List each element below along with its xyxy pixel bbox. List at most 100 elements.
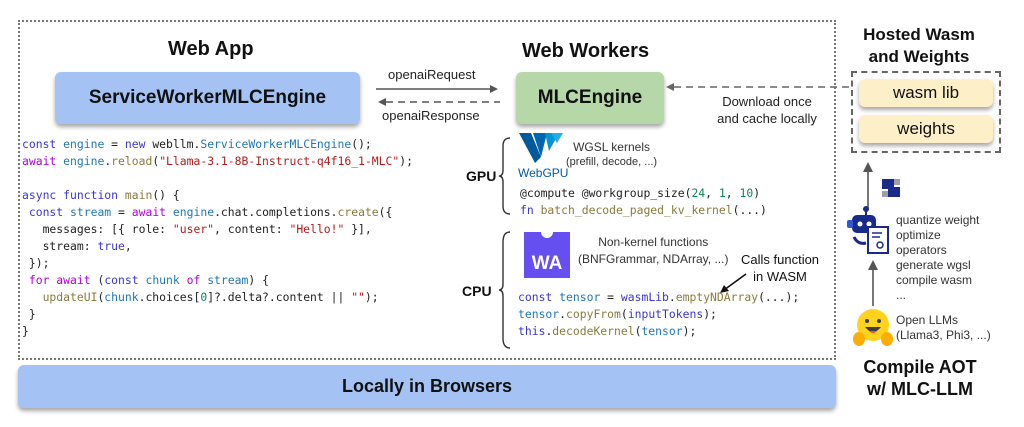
code-line: @compute @workgroup_size(24, 1, 10) xyxy=(520,185,767,202)
code-token: inputTokens xyxy=(627,307,704,321)
code-token: main xyxy=(124,188,153,202)
code-token: engine xyxy=(63,154,105,168)
code-line xyxy=(22,170,413,187)
code-token: } xyxy=(22,324,29,338)
code-token: . xyxy=(545,324,553,338)
webassembly-logo-icon: WA xyxy=(524,226,570,278)
code-token: , xyxy=(705,186,719,200)
code-token: ]?.delta?.content || xyxy=(207,290,352,304)
code-token: await xyxy=(56,273,98,287)
code-token: async xyxy=(22,188,64,202)
code-line: async function main() { xyxy=(22,187,413,204)
code-token: "" xyxy=(351,290,365,304)
code-token: new xyxy=(124,137,153,151)
code-token: .chat.completions. xyxy=(214,205,338,219)
code-token: function xyxy=(63,188,125,202)
web-app-title: Web App xyxy=(168,38,254,60)
code-token: = xyxy=(111,205,132,219)
cpu-description: Non-kernel functions (BNFGrammar, NDArra… xyxy=(578,234,728,268)
browser-frame xyxy=(18,20,836,360)
webgpu-logo-text: WebGPU xyxy=(518,166,569,180)
gpu-code-block: @compute @workgroup_size(24, 1, 10)fn ba… xyxy=(520,185,767,219)
code-line: } xyxy=(22,306,413,323)
webassembly-logo-text: WA xyxy=(531,253,563,274)
upload-arrow-bottom xyxy=(868,260,878,306)
code-token: . xyxy=(104,154,112,168)
code-token: , content: xyxy=(214,222,290,236)
open-llms-note-line1: Open LLMs xyxy=(896,313,959,327)
code-token: ( xyxy=(97,290,105,304)
cpu-description-line2: (BNFGrammar, NDArray, ...) xyxy=(578,252,729,266)
compile-step: quantize weight xyxy=(896,213,980,227)
code-token: ({ xyxy=(378,205,393,219)
code-token: this xyxy=(518,324,546,338)
code-token: ServiceWorkerMLCEngine xyxy=(200,137,352,151)
code-token: stream: xyxy=(22,239,98,253)
code-token: (...) xyxy=(732,203,767,217)
locally-in-browsers-label: Locally in Browsers xyxy=(341,376,513,396)
code-token: copyFrom xyxy=(566,307,621,321)
code-token: fn xyxy=(520,203,541,217)
compile-step: compile wasm xyxy=(896,273,973,287)
web-workers-title: Web Workers xyxy=(522,40,650,62)
code-token: = xyxy=(104,137,125,151)
code-token: ); xyxy=(703,307,717,321)
code-token: of xyxy=(186,273,208,287)
code-line: fn batch_decode_paged_kv_kernel(...) xyxy=(520,202,767,219)
hosted-item-wasm-lib: wasm lib xyxy=(859,79,993,107)
code-token: . xyxy=(668,290,676,304)
cpu-brace xyxy=(498,231,511,349)
code-token: engine xyxy=(172,205,215,219)
code-token: }); xyxy=(22,256,50,270)
mlc-engine-label: MLCEngine xyxy=(537,87,643,108)
code-token: chunk xyxy=(104,290,139,304)
compile-aot-title-line1: Compile AOT xyxy=(863,357,977,377)
code-line: messages: [{ role: "user", content: "Hel… xyxy=(22,221,413,238)
code-token: , xyxy=(725,186,740,200)
code-token: stream xyxy=(207,273,249,287)
code-line: } xyxy=(22,323,413,340)
code-token: () { xyxy=(152,188,180,202)
code-line: const engine = new webllm.ServiceWorkerM… xyxy=(22,136,413,153)
code-token: wasmLib xyxy=(620,290,669,304)
code-token: "Hello!" xyxy=(289,222,345,236)
code-token: . xyxy=(193,137,201,151)
code-token: const xyxy=(518,290,560,304)
code-token: ); xyxy=(364,290,379,304)
code-token: webllm xyxy=(152,137,194,151)
compile-step: ... xyxy=(896,288,907,302)
code-token: . xyxy=(559,307,567,321)
gpu-brace xyxy=(498,137,511,215)
code-line: this.decodeKernel(tensor); xyxy=(518,323,799,340)
code-token: tensor xyxy=(518,307,560,321)
code-token: create xyxy=(337,205,379,219)
code-token: ) xyxy=(753,186,761,200)
open-llms-note: Open LLMs (Llama3, Phi3, ...) xyxy=(896,313,991,343)
code-line: }); xyxy=(22,255,413,272)
gpu-description: WGSL kernels (prefill, decode, ...) xyxy=(566,140,657,170)
code-line: const stream = await engine.chat.complet… xyxy=(22,204,413,221)
code-line: updateUI(chunk.choices[0]?.delta?.conten… xyxy=(22,289,413,306)
message-arrows xyxy=(376,85,500,106)
download-note: Download once and cache locally xyxy=(706,93,828,127)
code-token: tensor xyxy=(641,324,683,338)
wasm-call-annotation: Calls function in WASM xyxy=(741,251,819,285)
code-token: const xyxy=(22,205,71,219)
code-token: ) { xyxy=(248,273,269,287)
compile-step: operators xyxy=(896,243,947,257)
code-line: const tensor = wasmLib.emptyNDArray(...)… xyxy=(518,289,799,306)
code-token: (...); xyxy=(758,290,800,304)
open-llms-note-line2: (Llama3, Phi3, ...) xyxy=(896,328,991,342)
hosted-item-label: weights xyxy=(897,119,955,138)
wasm-call-annotation-line2: in WASM xyxy=(753,269,807,284)
code-token: (); xyxy=(351,137,372,151)
hosted-title-line2: and Weights xyxy=(868,47,970,66)
code-token: await xyxy=(22,154,64,168)
openai-request-label: openaiRequest xyxy=(388,67,476,82)
compile-step: generate wgsl xyxy=(896,258,971,272)
code-token: } xyxy=(22,307,36,321)
cpu-description-line1: Non-kernel functions xyxy=(598,235,709,249)
web-app-code-block: const engine = new webllm.ServiceWorkerM… xyxy=(22,136,413,340)
webgpu-logo-icon xyxy=(519,133,563,163)
